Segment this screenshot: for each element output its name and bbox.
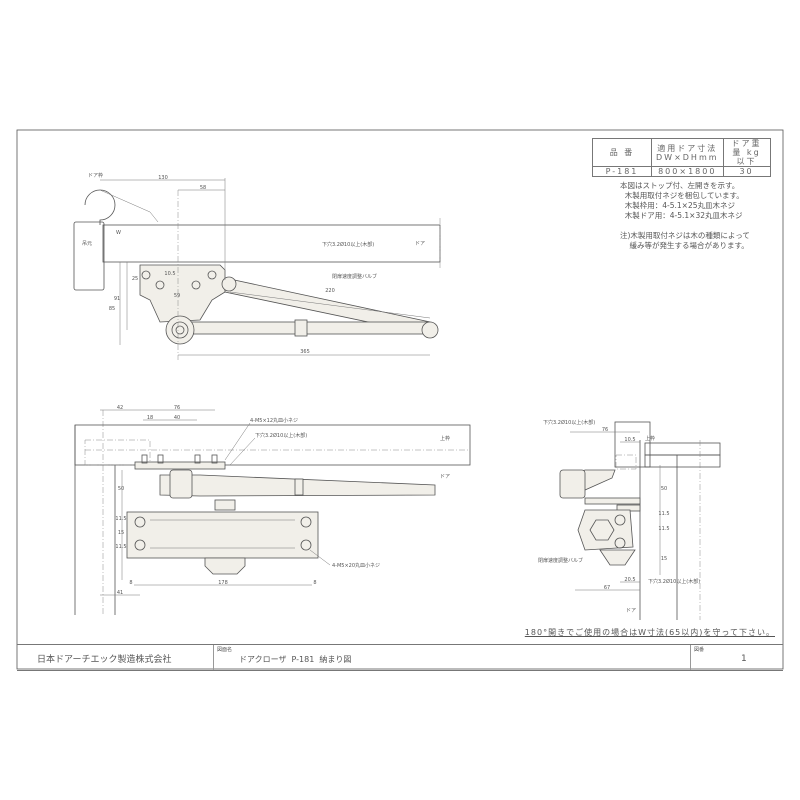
svg-text:W: W — [116, 230, 121, 236]
svg-text:閉扉速度調整バルブ: 閉扉速度調整バルブ — [538, 557, 583, 564]
closer-body — [126, 511, 319, 559]
svg-text:下穴3.2Ø10以上(木部): 下穴3.2Ø10以上(木部) — [648, 578, 700, 585]
drawing-frame — [16, 129, 784, 670]
drawing-number-cell: 図番 1 — [694, 647, 747, 664]
svg-text:130: 130 — [158, 175, 168, 181]
svg-text:76: 76 — [174, 405, 180, 411]
spec-table: 品 番 適用ドア寸法 DW×DHmm ドア重量 kg以下 P-181 800×1… — [592, 138, 771, 177]
svg-text:ドア: ドア — [626, 608, 636, 614]
door-frame-stop — [84, 189, 116, 225]
svg-text:4-M5×12丸皿小ネジ: 4-M5×12丸皿小ネジ — [250, 417, 298, 424]
svg-text:11.5: 11.5 — [658, 526, 669, 532]
header-door-weight: ドア重量 kg以下 — [722, 138, 771, 167]
drawing-name-cell: 図面名 ドアクローザ P-181 納まり図 — [214, 645, 691, 670]
svg-text:20.5: 20.5 — [624, 577, 635, 583]
svg-text:58: 58 — [200, 185, 206, 191]
svg-text:50: 50 — [661, 486, 667, 492]
company-name: 日本ドアーチエック製造株式会社 — [37, 655, 172, 665]
svg-text:25: 25 — [132, 276, 138, 282]
title-block: 日本ドアーチエック製造株式会社 図面名 ドアクローザ P-181 納まり図 図番… — [17, 644, 783, 671]
svg-text:上枠: 上枠 — [645, 435, 655, 442]
drawing-number: 1 — [741, 654, 747, 664]
svg-text:91: 91 — [114, 296, 120, 302]
svg-text:下穴3.2Ø10以上(木部): 下穴3.2Ø10以上(木部) — [322, 241, 374, 248]
svg-text:8: 8 — [129, 580, 132, 586]
svg-text:閉扉速度調整バルブ: 閉扉速度調整バルブ — [332, 273, 377, 280]
svg-text:40: 40 — [174, 415, 180, 421]
notes: 本図はストップ付、左開きを示す。 木製用取付ネジを梱包しています。 木製枠用：4… — [620, 181, 750, 250]
svg-text:42: 42 — [117, 405, 123, 411]
svg-text:365: 365 — [300, 349, 310, 355]
svg-text:220: 220 — [325, 288, 335, 294]
svg-text:41: 41 — [117, 590, 123, 596]
svg-text:4-M5×20丸皿小ネジ: 4-M5×20丸皿小ネジ — [332, 562, 380, 569]
drawing-name: ドアクローザ P-181 納まり図 — [239, 655, 352, 664]
mounting-plate — [134, 461, 226, 470]
svg-text:ドア: ドア — [440, 474, 450, 480]
svg-text:吊元: 吊元 — [82, 241, 92, 247]
svg-text:76: 76 — [602, 427, 608, 433]
frame-jamb — [73, 221, 105, 291]
svg-text:11.5: 11.5 — [115, 516, 126, 522]
svg-text:上枠: 上枠 — [440, 435, 450, 442]
svg-text:15: 15 — [661, 556, 667, 562]
svg-text:ドア枠: ドア枠 — [88, 172, 103, 179]
svg-text:59: 59 — [174, 293, 180, 299]
door — [102, 224, 441, 263]
header-frame — [74, 424, 471, 466]
svg-text:50: 50 — [118, 486, 124, 492]
svg-text:下穴3.2Ø10以上(木部): 下穴3.2Ø10以上(木部) — [255, 432, 307, 439]
header-model: 品 番 — [592, 138, 652, 167]
svg-text:下穴3.2Ø10以上(木部): 下穴3.2Ø10以上(木部) — [543, 419, 595, 426]
svg-text:10.5: 10.5 — [624, 437, 635, 443]
note-180-degree: 180°開きでご使用の場合はW寸法(65以内)を守って下さい。 — [524, 628, 775, 637]
svg-text:8: 8 — [313, 580, 316, 586]
forearm-rod — [189, 321, 431, 335]
svg-text:11.5: 11.5 — [115, 544, 126, 550]
side-view: 下穴3.2Ø10以上(木部) 上枠 閉扉速度調整バルブ 下穴3.2Ø10以上(木… — [538, 419, 721, 620]
company-cell: 日本ドアーチエック製造株式会社 — [17, 645, 214, 670]
svg-text:85: 85 — [109, 306, 115, 312]
svg-text:10.5: 10.5 — [164, 271, 175, 277]
svg-text:ドア: ドア — [415, 241, 425, 247]
svg-text:178: 178 — [218, 580, 228, 586]
svg-text:11.5: 11.5 — [658, 511, 669, 517]
front-view: 4-M5×12丸皿小ネジ 下穴3.2Ø10以上(木部) 上枠 ドア 4-M5×2… — [74, 405, 471, 615]
bracket — [139, 264, 226, 323]
cell-model: P-181 — [592, 166, 652, 177]
svg-text:67: 67 — [604, 585, 610, 591]
header-door-size: 適用ドア寸法 DW×DHmm — [651, 138, 724, 167]
svg-text:15: 15 — [118, 530, 124, 536]
cell-door-size: 800×1800 — [651, 166, 724, 177]
cell-door-weight: 30 — [722, 166, 771, 177]
side-body — [577, 509, 634, 551]
svg-text:18: 18 — [147, 415, 153, 421]
top-view: ドア枠 吊元 ドア 下穴3.2Ø10以上(木部) 閉扉速度調整バルブ W 130… — [73, 172, 441, 360]
